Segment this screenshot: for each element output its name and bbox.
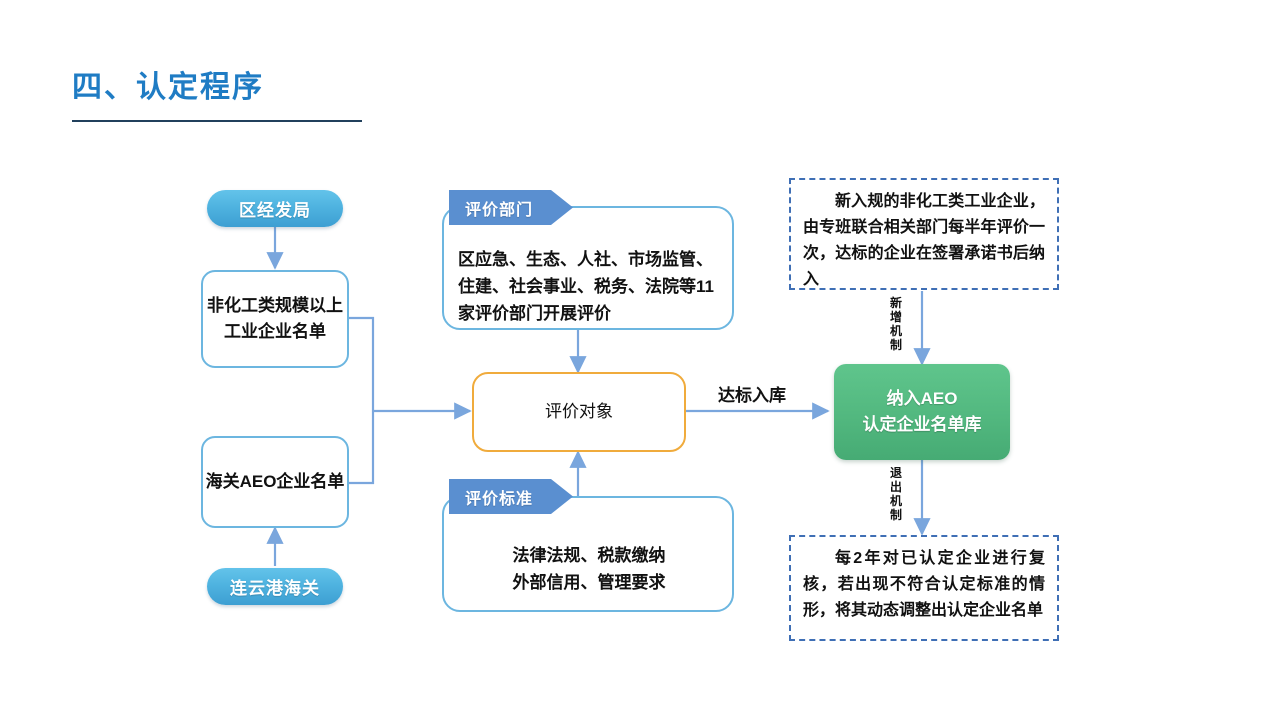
node-aeo-enterprise-database-line2: 认定企业名单库 bbox=[862, 415, 982, 434]
edge-label-exit-mechanism: 退出机制 bbox=[889, 466, 902, 522]
note-biennial-review-text: 每2年对已认定企业进行复核，若出现不符合认定标准的情形，将其动态调整出认定企业名… bbox=[803, 550, 1045, 619]
node-evaluation-target[interactable]: 评价对象 bbox=[472, 372, 686, 452]
bracket-left-lists bbox=[349, 316, 375, 485]
panel-evaluation-criteria[interactable]: 法律法规、税款缴纳 外部信用、管理要求 bbox=[442, 496, 734, 612]
panel-evaluation-criteria-line1: 法律法规、税款缴纳 bbox=[512, 546, 666, 565]
node-non-chemical-enterprise-list-label: 非化工类规模以上工业企业名单 bbox=[207, 296, 343, 341]
tag-evaluation-departments[interactable]: 评价部门 bbox=[449, 190, 573, 225]
source-node-lianyungang-customs-label: 连云港海关 bbox=[230, 579, 320, 598]
node-evaluation-target-label: 评价对象 bbox=[545, 402, 613, 421]
panel-evaluation-criteria-body: 法律法规、税款缴纳 外部信用、管理要求 bbox=[444, 498, 732, 606]
panel-evaluation-departments-body: 区应急、生态、人社、市场监管、住建、社会事业、税务、法院等11家评价部门开展评价 bbox=[458, 250, 714, 323]
source-node-district-bureau-label: 区经发局 bbox=[239, 201, 311, 220]
tag-evaluation-criteria[interactable]: 评价标准 bbox=[449, 479, 573, 514]
page-title: 四、认定程序 bbox=[72, 71, 264, 104]
node-customs-aeo-enterprise-list[interactable]: 海关AEO企业名单 bbox=[201, 436, 349, 528]
panel-evaluation-criteria-line2: 外部信用、管理要求 bbox=[512, 573, 666, 592]
edge-label-qualify-in: 达标入库 bbox=[718, 386, 786, 405]
node-aeo-enterprise-database[interactable]: 纳入AEO 认定企业名单库 bbox=[834, 364, 1010, 460]
tag-evaluation-departments-label: 评价部门 bbox=[465, 201, 534, 219]
node-non-chemical-enterprise-list[interactable]: 非化工类规模以上工业企业名单 bbox=[201, 270, 349, 368]
edge-label-add-mechanism: 新增机制 bbox=[889, 296, 902, 352]
title-block: 四、认定程序 bbox=[72, 68, 472, 108]
source-node-lianyungang-customs[interactable]: 连云港海关 bbox=[207, 568, 343, 605]
tag-evaluation-criteria-label: 评价标准 bbox=[465, 490, 534, 508]
panel-evaluation-departments[interactable]: 区应急、生态、人社、市场监管、住建、社会事业、税务、法院等11家评价部门开展评价 bbox=[442, 206, 734, 330]
note-biennial-review: 每2年对已认定企业进行复核，若出现不符合认定标准的情形，将其动态调整出认定企业名… bbox=[789, 535, 1059, 641]
source-node-district-bureau[interactable]: 区经发局 bbox=[207, 190, 343, 227]
node-customs-aeo-enterprise-list-label: 海关AEO企业名单 bbox=[205, 472, 345, 491]
note-new-enterprise-inclusion: 新入规的非化工类工业企业，由专班联合相关部门每半年评价一次，达标的企业在签署承诺… bbox=[789, 178, 1059, 290]
node-aeo-enterprise-database-line1: 纳入AEO bbox=[886, 389, 958, 408]
title-underline bbox=[72, 120, 362, 122]
note-new-enterprise-inclusion-text: 新入规的非化工类工业企业，由专班联合相关部门每半年评价一次，达标的企业在签署承诺… bbox=[803, 193, 1045, 288]
